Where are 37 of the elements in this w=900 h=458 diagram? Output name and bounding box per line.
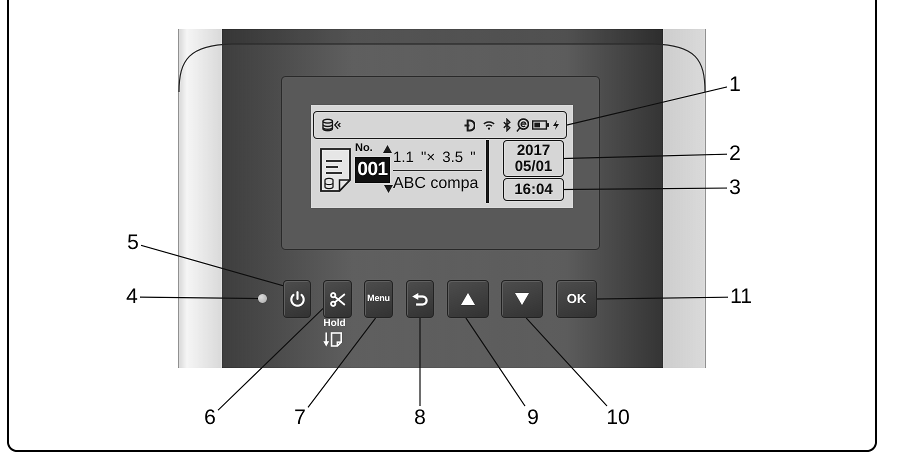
callout-number: 10 xyxy=(605,406,631,430)
cut-button xyxy=(323,280,352,318)
callout-number: 7 xyxy=(292,406,308,430)
up-button xyxy=(447,280,489,318)
power-button xyxy=(283,280,311,318)
date-display: 2017 05/01 xyxy=(503,140,564,177)
label-text: ABC compa xyxy=(393,174,478,193)
time-display: 16:04 xyxy=(503,178,564,201)
callout-number: 6 xyxy=(202,406,218,430)
leader-line xyxy=(526,318,608,406)
callout-number: 9 xyxy=(525,406,541,430)
ok-button: OK xyxy=(556,280,597,318)
leader-line xyxy=(564,154,728,160)
leader-line xyxy=(564,187,727,190)
callout-number: 1 xyxy=(727,73,743,97)
menu-button: Menu xyxy=(364,280,393,318)
callout-number: 2 xyxy=(727,142,743,166)
callout-number: 8 xyxy=(412,406,428,430)
hold-label: Hold xyxy=(322,318,347,329)
leader-line xyxy=(597,296,728,300)
back-button xyxy=(406,280,434,318)
callout-number: 11 xyxy=(728,285,754,309)
down-button xyxy=(501,280,543,318)
tape-size-text: 1.1 "× 3.5 " xyxy=(393,149,476,167)
leader-line xyxy=(419,318,421,406)
callout-number: 4 xyxy=(124,285,140,309)
callout-number: 3 xyxy=(727,176,743,200)
leader-line xyxy=(465,318,526,406)
status-bar xyxy=(313,111,567,139)
number-caption: No. xyxy=(355,142,373,155)
selected-number: 001 xyxy=(355,157,390,183)
leader-line xyxy=(140,244,284,286)
leader-line xyxy=(218,308,324,411)
leader-line xyxy=(308,318,376,408)
callout-number: 5 xyxy=(125,231,141,255)
leader-line xyxy=(140,296,258,300)
leader-line xyxy=(566,86,728,126)
